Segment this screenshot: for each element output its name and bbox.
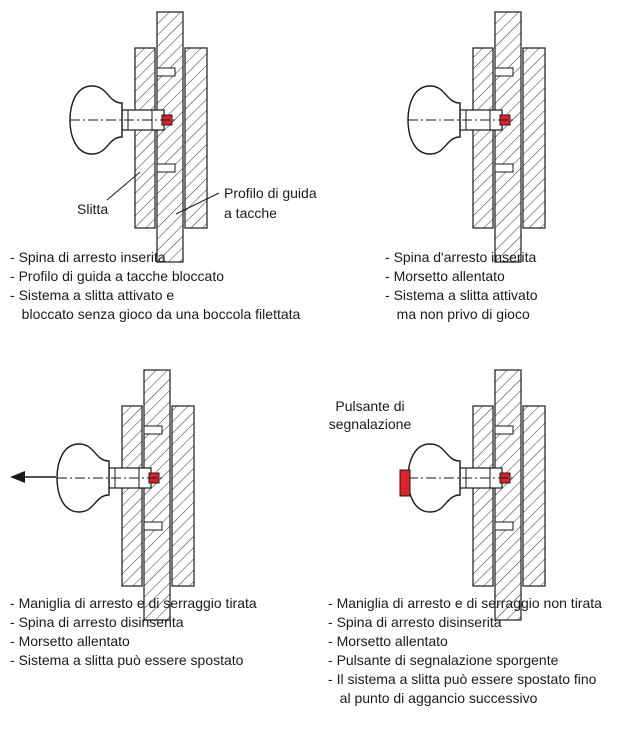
bullets-bottom-left: Maniglia di arresto e di serraggio tirat…	[10, 594, 257, 670]
list-item: Spina di arresto disinserita	[10, 613, 257, 632]
bullets-top-left: Spina di arresto inserita Profilo di gui…	[10, 248, 301, 324]
leader-slide	[106, 171, 141, 201]
diagram-bottom-right	[399, 369, 546, 621]
diagram-top-right	[407, 11, 546, 263]
list-item: Spina di arresto disinserita	[328, 613, 602, 632]
arrow-left-icon	[10, 471, 56, 483]
leader-profile	[175, 192, 220, 215]
list-item: Sistema a slitta attivato	[385, 286, 538, 305]
diagram-top-left	[69, 11, 220, 263]
list-item: Morsetto allentato	[10, 632, 257, 651]
list-item: Spina d'arresto inserita	[385, 248, 538, 267]
list-item: al punto di aggancio successivo	[335, 690, 538, 706]
indicator-button	[399, 469, 411, 497]
label-indicator-line2: segnalazione	[328, 416, 412, 432]
list-item: bloccato senza gioco da una boccola file…	[17, 306, 301, 322]
diagram-bottom-left	[10, 369, 195, 621]
list-item: Il sistema a slitta può essere spostato …	[328, 670, 602, 689]
list-item: ma non privo di gioco	[392, 306, 530, 322]
list-item: Spina di arresto inserita	[10, 248, 300, 267]
bullets-bottom-right: Maniglia di arresto e di serraggio non t…	[328, 594, 602, 708]
list-item: Pulsante di segnalazione sporgente	[328, 651, 602, 670]
label-profile-line2: a tacche	[224, 205, 277, 221]
list-item: Sistema a slitta può essere spostato	[10, 651, 257, 670]
label-profile-line1: Profilo di guida	[224, 185, 317, 201]
list-item: Maniglia di arresto e di serraggio tirat…	[10, 594, 257, 613]
list-item: Maniglia di arresto e di serraggio non t…	[328, 594, 602, 613]
label-slide: Slitta	[77, 201, 109, 217]
list-item: Sistema a slitta attivato e	[10, 286, 300, 305]
list-item: Morsetto allentato	[328, 632, 602, 651]
list-item: Morsetto allentato	[385, 267, 538, 286]
list-item: Profilo di guida a tacche bloccato	[10, 267, 300, 286]
label-indicator-line1: Pulsante di	[335, 398, 405, 414]
bullets-top-right: Spina d'arresto inserita Morsetto allent…	[385, 248, 538, 324]
